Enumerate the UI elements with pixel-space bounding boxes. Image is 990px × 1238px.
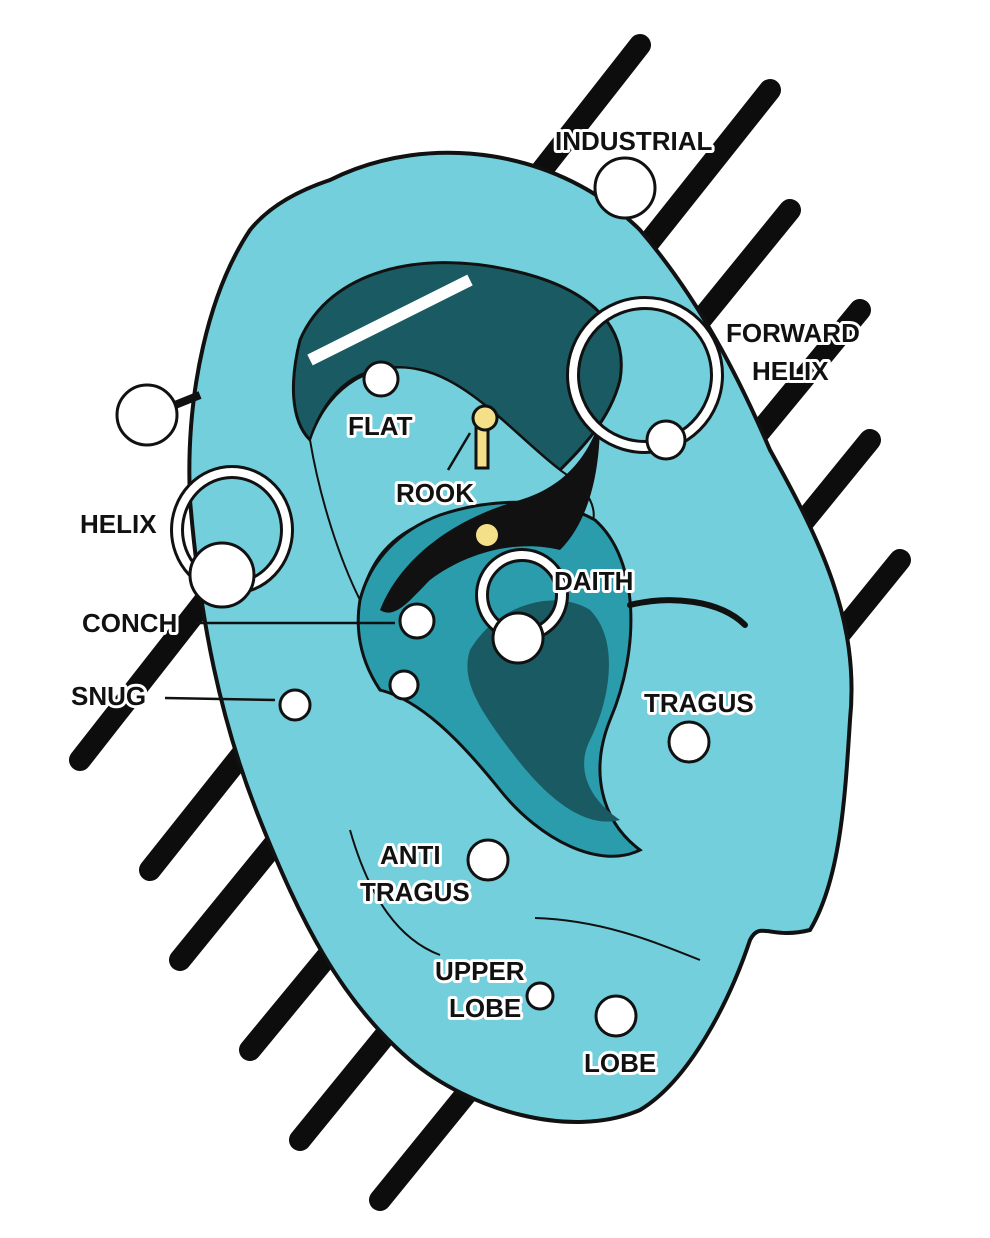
label-lobe: LOBE (584, 1048, 656, 1078)
daith-ball-icon (491, 611, 545, 665)
tragus-stud-icon (667, 720, 711, 764)
rook-bar (474, 426, 490, 470)
label-flat: FLAT (348, 411, 413, 441)
label-snug: SNUG (71, 681, 146, 711)
lobe-stud-icon (594, 994, 638, 1038)
forward-helix-hoop-inner (569, 299, 721, 451)
helix-ball-icon (188, 541, 256, 609)
anti-tragus-stud-icon (466, 838, 510, 882)
label-conch: CONCH (82, 608, 177, 638)
rook-lower-ball-icon (476, 524, 498, 546)
jewelry (115, 156, 724, 1038)
industrial-bar (307, 274, 473, 366)
conch-stud-icon (398, 602, 436, 640)
label-upper-lobe-line1: UPPER (435, 956, 525, 986)
industrial-end-ball-icon (115, 383, 179, 447)
label-anti-tragus-line2: TRAGUS (360, 877, 470, 907)
lobe-line (534, 917, 701, 961)
industrial-end-bar (173, 391, 202, 409)
upper-lobe-stud-icon (525, 981, 555, 1011)
rook-leader-line (446, 432, 472, 471)
label-helix: HELIX (80, 509, 157, 539)
tragus-line (627, 597, 748, 628)
flat-stud-icon (362, 360, 400, 398)
leader-lines (164, 432, 472, 702)
label-tragus: TRAGUS (644, 688, 754, 718)
snug-leader-line (164, 696, 276, 702)
label-forward-helix-line2: HELIX (752, 356, 829, 386)
ear-shadow (380, 420, 600, 613)
label-rook: ROOK (396, 478, 474, 508)
label-daith: DAITH (554, 566, 633, 596)
label-anti-tragus-line1: ANTI (380, 840, 441, 870)
rook-ball-icon (471, 404, 499, 432)
forward-helix-ball-icon (645, 419, 687, 461)
industrial-ball-icon (593, 156, 657, 220)
snug-stud-icon (278, 688, 312, 722)
antihelix-line (349, 829, 441, 956)
label-industrial: INDUSTRIAL (555, 126, 713, 156)
label-upper-lobe-line2: LOBE (449, 993, 521, 1023)
label-forward-helix-line1: FORWARD (726, 318, 860, 348)
conch-lower-stud-icon (388, 669, 420, 701)
